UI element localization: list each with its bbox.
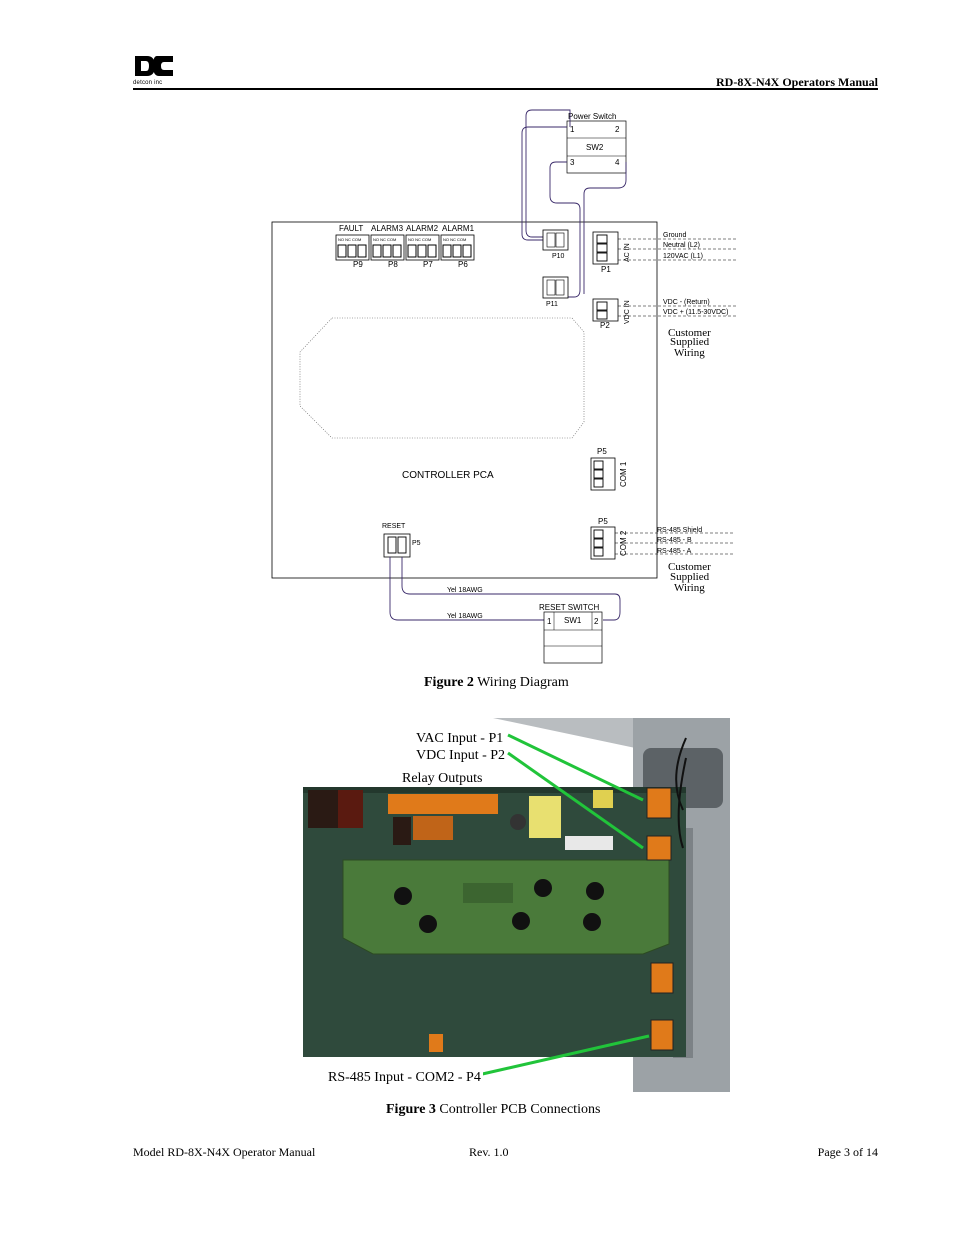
switch-wire-right — [583, 162, 627, 294]
relay-p9-pins: NO NC COM — [338, 237, 361, 242]
dc-wire-plus: VDC + (11.5-30VDC) — [663, 309, 728, 316]
customer-wiring-2-line1: Customer — [668, 561, 711, 573]
figure2-caption-text: Wiring Diagram — [477, 675, 569, 690]
p10-label: P10 — [552, 253, 565, 260]
p2-side-label: VDC IN — [624, 300, 631, 324]
relay-name-fault: FAULT — [339, 224, 363, 233]
relay-p8-pins: NO NC COM — [373, 237, 396, 242]
relay-plug-p7: P7 — [423, 260, 433, 269]
controller-pcb-photo: VAC Input - P1 VDC Input - P2 Relay Outp… — [303, 718, 730, 1092]
relay-p9: NO NC COM — [335, 234, 370, 261]
p1-label: P1 — [601, 265, 611, 274]
p2-label: P2 — [600, 321, 610, 330]
relay-terminal-strip — [388, 794, 498, 840]
display-outline — [299, 317, 585, 439]
callout-lines — [477, 733, 650, 1077]
transformer — [529, 796, 561, 838]
p11-connector — [542, 276, 569, 299]
controller-label: CONTROLLER PCA — [402, 470, 494, 481]
relay-outputs-label: Relay Outputs — [402, 771, 483, 786]
power-switch-label: Power Switch — [568, 112, 616, 121]
relay-p7-pins: NO NC COM — [408, 237, 431, 242]
rs485-input-label: RS-485 Input - COM2 - P4 — [328, 1070, 481, 1085]
relay-name-alarm2: ALARM2 — [406, 224, 439, 233]
com1-side-label: COM 1 — [619, 461, 628, 487]
ac-wires — [618, 238, 738, 261]
header-rule — [133, 88, 878, 90]
reset-wire-a — [389, 557, 545, 621]
footer-left: Model RD-8X-N4X Operator Manual — [133, 1145, 316, 1159]
sw1-body — [543, 611, 603, 664]
sw1-pin-2: 2 — [594, 617, 599, 626]
com1-plug-label: P5 — [597, 447, 607, 456]
relay-p7: NO NC COM — [405, 234, 440, 261]
vac-terminal — [646, 787, 672, 819]
switch-wire-left — [549, 161, 581, 298]
sw1-label: SW1 — [564, 616, 582, 625]
p10-connector — [542, 229, 569, 251]
reset-label: RESET — [382, 523, 406, 530]
sw1-pin-1: 1 — [547, 617, 552, 626]
p11-label: P11 — [546, 301, 558, 308]
com1-terminal — [650, 962, 674, 994]
wire-gauge-label-1: Yel 18AWG — [447, 587, 483, 594]
dc-wires — [618, 305, 738, 317]
p1-side-label: AC IN — [624, 243, 631, 262]
sw2-body — [566, 120, 627, 174]
customer-wiring-1-line2: Supplied — [670, 336, 710, 348]
footer-center: Rev. 1.0 — [469, 1145, 509, 1159]
sw2-pin-4: 4 — [615, 158, 620, 167]
figure3-caption: Figure 3 Controller PCB Connections — [386, 1102, 600, 1118]
rs485-wire-a: RS-485 - A — [657, 548, 692, 555]
customer-wiring-2-line2: Supplied — [670, 571, 710, 583]
com2-terminal — [650, 1019, 674, 1051]
wiring-diagram: CONTROLLER PCA Power Switch SW2 1 2 3 4 … — [271, 109, 738, 664]
sw2-pin-1: 1 — [570, 125, 575, 134]
reset-wire-b — [401, 557, 621, 621]
reset-connector — [383, 533, 411, 558]
customer-wiring-1-line1: Customer — [668, 327, 711, 339]
wire-gauge-label-2: Yel 18AWG — [447, 613, 483, 620]
relay-plug-p8: P8 — [388, 260, 398, 269]
display-board — [342, 859, 670, 955]
rs485-wires — [615, 532, 735, 555]
com2-plug-label: P5 — [598, 517, 608, 526]
footer-right: Page 3 of 14 — [817, 1145, 878, 1159]
logo-text: detcon inc — [133, 80, 163, 86]
ac-wire-ground: Ground — [663, 232, 686, 239]
detcon-logo — [135, 56, 173, 76]
ac-wire-neutral: Neutral (L2) — [663, 242, 700, 249]
switch-wire-outer — [521, 126, 567, 241]
relay-p8: NO NC COM — [370, 234, 405, 261]
manual-title: RD-8X-N4X Operators Manual — [716, 75, 878, 89]
rs485-wire-b: RS-485 - B — [657, 537, 692, 544]
dc-wire-return: VDC - (Return) — [663, 299, 710, 306]
vdc-terminal — [646, 835, 672, 861]
relay-plug-p6: P6 — [458, 260, 468, 269]
figure2-caption-number: Figure 2 — [424, 675, 474, 690]
rs485-wire-shield: RS-485 Shield — [657, 527, 702, 534]
reset-switch-label: RESET SWITCH — [539, 603, 600, 612]
relay-plug-p9: P9 — [353, 260, 363, 269]
controller-board — [271, 221, 658, 579]
relay-name-alarm3: ALARM3 — [371, 224, 404, 233]
reset-plug-label: P5 — [412, 540, 421, 547]
relay-p6-pins: NO NC COM — [443, 237, 466, 242]
relay-p6: NO NC COM — [440, 234, 475, 261]
figure2-caption: Figure 2 Wiring Diagram — [424, 675, 569, 691]
sw2-pin-3: 3 — [570, 158, 575, 167]
figure3-caption-text: Controller PCB Connections — [439, 1102, 601, 1117]
customer-wiring-1-line3: Wiring — [674, 347, 705, 359]
figure3-caption-number: Figure 3 — [386, 1102, 436, 1117]
relay-name-alarm1: ALARM1 — [442, 224, 475, 233]
vdc-input-label: VDC Input - P2 — [416, 748, 505, 763]
sw2-pin-2: 2 — [615, 125, 620, 134]
ac-wire-line: 120VAC (L1) — [663, 253, 703, 260]
sw2-label: SW2 — [586, 143, 604, 152]
com2-side-label: COM 2 — [619, 530, 628, 556]
vac-input-label: VAC Input - P1 — [416, 731, 503, 746]
customer-wiring-2-line3: Wiring — [674, 582, 705, 594]
